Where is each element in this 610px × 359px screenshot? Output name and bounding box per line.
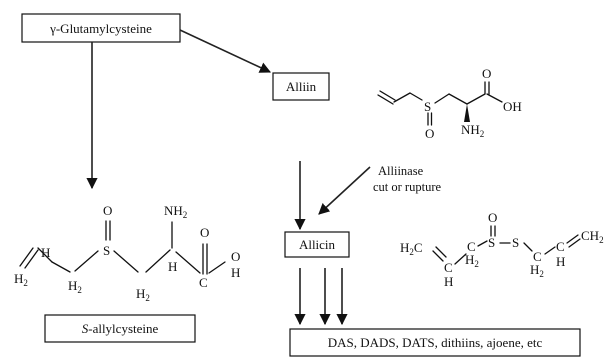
allicin-oxygen: O xyxy=(488,210,497,225)
alliin-structure: S O OH O NH2 xyxy=(377,66,522,141)
sac-h-1: H xyxy=(41,245,50,260)
glutamylcysteine-label: γ-Glutamylcysteine xyxy=(49,21,152,36)
allicin-ch2-end: CH2 xyxy=(581,228,604,245)
alliin-hydroxyl: OH xyxy=(503,99,522,114)
allicin-structure: H2C C H C H2 S O S C H2 C H CH2 xyxy=(400,210,604,289)
node-s-allylcysteine: S-allylcysteine xyxy=(44,314,196,343)
allicin-h-left: H xyxy=(444,274,453,289)
allicin-h-right: H xyxy=(556,254,565,269)
allicin-ch-left: C xyxy=(444,260,453,275)
allicin-ch2-left-h2: H2 xyxy=(465,252,479,269)
cut-or-rupture-label: cut or rupture xyxy=(373,180,441,194)
allicin-sulfide-s: S xyxy=(512,235,519,250)
sac-h-2: H xyxy=(168,259,177,274)
node-alliin: Alliin xyxy=(272,72,330,101)
sac-h2-1: H2 xyxy=(14,271,28,288)
arrow-alliinase xyxy=(318,166,371,215)
alliin-carbonyl-oxygen: O xyxy=(482,66,491,81)
s-allylcysteine-label: S-allylcysteine xyxy=(82,321,159,336)
sac-hydroxyl-o: O xyxy=(231,249,240,264)
alliin-sulfoxide-oxygen: O xyxy=(425,126,434,141)
node-allicin: Allicin xyxy=(284,231,350,258)
sac-h2-2: H2 xyxy=(68,278,82,295)
sac-amine: NH2 xyxy=(164,203,187,220)
alliinase-label: Alliinase xyxy=(378,164,424,178)
allicin-ch2-right-h2: H2 xyxy=(530,262,544,279)
allicin-ch2-right-c: C xyxy=(533,249,542,264)
allicin-label: Allicin xyxy=(299,237,336,252)
sac-carbonyl-oxygen: O xyxy=(200,225,209,240)
alliin-sulfur: S xyxy=(424,99,431,114)
sac-sulfoxide-oxygen: O xyxy=(103,203,112,218)
allicin-ch2-left-c: C xyxy=(467,239,476,254)
sac-carbon: C xyxy=(199,275,208,290)
arrow-to-alliin xyxy=(179,29,272,73)
node-glutamylcysteine: γ-Glutamylcysteine xyxy=(21,13,181,43)
allicin-h2c-left: H2C xyxy=(400,240,423,257)
sac-sulfur: S xyxy=(103,243,110,258)
s-allylcysteine-structure: H H2 H2 S O H2 NH2 H C O O H xyxy=(14,203,240,303)
alliin-amine: NH2 xyxy=(461,122,484,139)
allicin-sulfoxide-s: S xyxy=(488,235,495,250)
products-label: DAS, DADS, DATS, dithiins, ajoene, etc xyxy=(328,335,543,350)
sac-hydroxyl-h: H xyxy=(231,265,240,280)
node-products: DAS, DADS, DATS, dithiins, ajoene, etc xyxy=(289,328,581,357)
sac-h2-3: H2 xyxy=(136,286,150,303)
alliin-label: Alliin xyxy=(286,79,317,94)
allicin-ch-right: C xyxy=(556,239,565,254)
